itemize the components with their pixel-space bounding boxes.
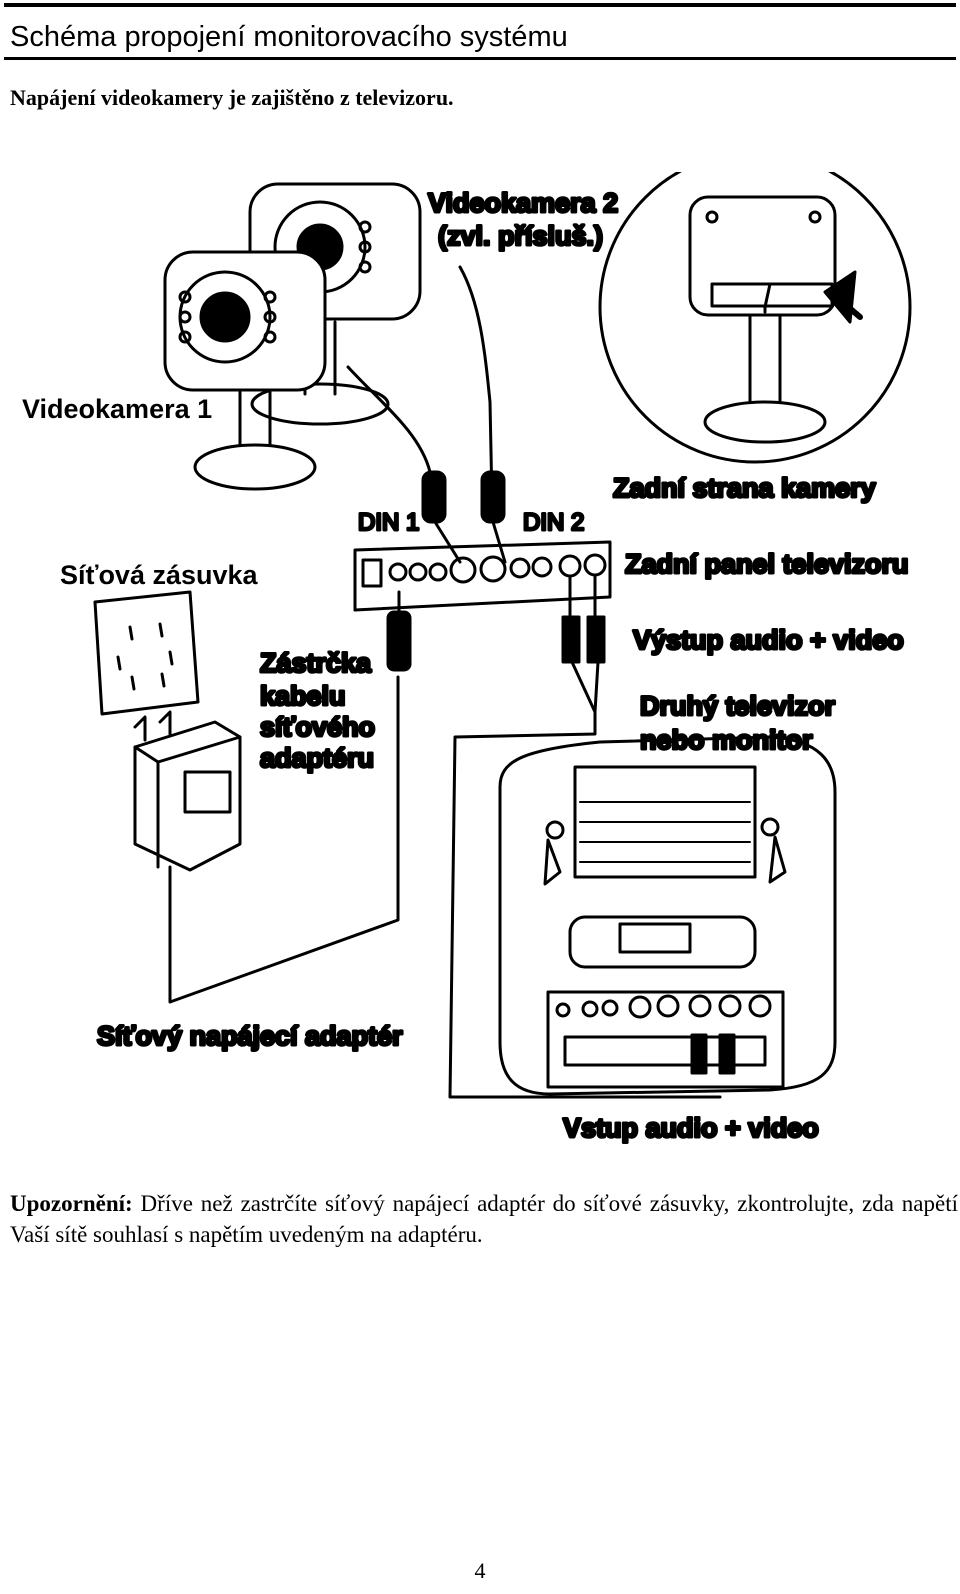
title-rule	[4, 57, 956, 60]
warning-text: Dříve než zastrčíte síťový napájecí adap…	[10, 1191, 958, 1247]
camera-cables	[346, 265, 507, 564]
label-second-tv-1: Druhý televizor	[640, 691, 836, 721]
camera-back-detail-icon	[598, 172, 912, 464]
label-camera-2-accessory: (zvl. přísluš.)	[438, 221, 603, 251]
left-labels: Videokamera 1 Síťová zásuvka	[22, 394, 259, 590]
label-plug-3: síťového	[260, 712, 375, 742]
subtitle: Napájení videokamery je zajištěno z tele…	[10, 85, 454, 110]
warning-label: Upozornění:	[10, 1191, 133, 1216]
label-av-in: Vstup audio + video	[563, 1113, 819, 1143]
label-plug-4: adaptéru	[260, 743, 374, 773]
av-output-cables	[448, 575, 722, 1099]
label-second-tv-2: nebo monitor	[640, 725, 813, 755]
label-plug-2: kabelu	[260, 681, 346, 711]
tv-back-panel-icon	[353, 540, 612, 612]
label-camera-back: Zadní strana kamery	[613, 473, 876, 503]
connection-diagram: Videokamera 2 (zvl. přísluš.) Videokamer…	[80, 172, 932, 1170]
label-av-out: Výstup audio + video	[633, 625, 904, 655]
power-adapter-icon	[133, 675, 400, 1004]
warning-paragraph: Upozornění: Dříve než zastrčíte síťový n…	[10, 1188, 958, 1250]
label-din2: DIN 2	[523, 509, 584, 536]
label-din1: DIN 1	[358, 509, 419, 536]
label-tv-back-panel: Zadní panel televizoru	[625, 549, 909, 579]
camera-1-icon	[163, 250, 327, 491]
label-camera-1-outer: Videokamera 1	[22, 394, 212, 424]
top-rule	[4, 3, 956, 7]
adapter-plug-icon	[386, 590, 412, 672]
page-title: Schéma propojení monitorovacího systému	[10, 21, 568, 53]
page-number: 4	[474, 1558, 486, 1583]
second-tv-icon	[498, 735, 837, 1096]
label-wall-socket-outer: Síťová zásuvka	[60, 560, 259, 590]
label-power-adapter: Síťový napájecí adaptér	[97, 1021, 403, 1051]
label-plug-1: Zástrčka	[260, 648, 372, 678]
wall-socket-icon	[93, 590, 200, 716]
label-camera-2: Videokamera 2	[428, 188, 618, 218]
